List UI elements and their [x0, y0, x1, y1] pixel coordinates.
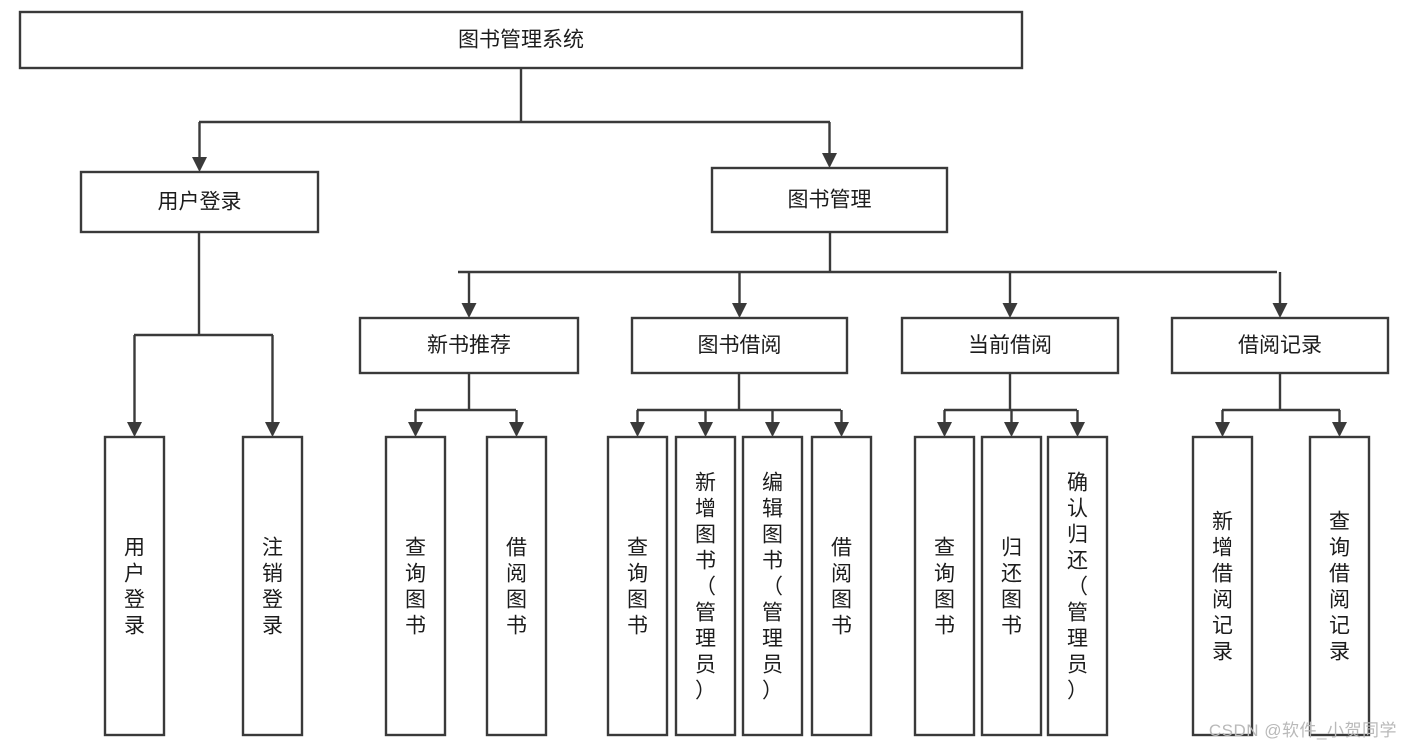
node-leaf-13-label: 查询借阅记录 — [1329, 510, 1350, 663]
node-leaf-2-box[interactable] — [241, 435, 304, 737]
node-leaf-6-label: 新增图书（管理员） — [695, 471, 716, 702]
node-leaf-3-box[interactable] — [384, 435, 447, 737]
arrow-head-icon — [765, 422, 780, 437]
node-leaf-11[interactable]: 确认归还（管理员） — [1046, 435, 1109, 737]
node-leaf-12[interactable]: 新增借阅记录 — [1191, 435, 1254, 737]
arrow-head-icon — [822, 153, 837, 168]
node-leaf-12-label: 新增借阅记录 — [1212, 510, 1233, 663]
node-leaf-1[interactable]: 用户登录 — [103, 435, 166, 737]
node-level3-4-label: 借阅记录 — [1238, 334, 1322, 357]
connectors-layer — [127, 68, 1347, 437]
node-leaf-11-box[interactable] — [1046, 435, 1109, 737]
arrow-head-icon — [937, 422, 952, 437]
node-leaf-1-label: 用户登录 — [124, 536, 145, 637]
node-level3-2-label: 图书借阅 — [698, 334, 782, 357]
node-level3-3-label: 当前借阅 — [968, 334, 1052, 357]
node-leaf-5[interactable]: 查询图书 — [606, 435, 669, 737]
node-leaf-4[interactable]: 借阅图书 — [485, 435, 548, 737]
node-level3-3[interactable]: 当前借阅 — [900, 316, 1120, 375]
node-leaf-4-box[interactable] — [485, 435, 548, 737]
node-leaf-13[interactable]: 查询借阅记录 — [1308, 435, 1371, 737]
node-leaf-6[interactable]: 新增图书（管理员） — [674, 435, 737, 737]
arrow-head-icon — [630, 422, 645, 437]
node-level2-1-box[interactable] — [79, 170, 320, 234]
node-leaf-10-box[interactable] — [980, 435, 1043, 737]
node-leaf-9-box[interactable] — [913, 435, 976, 737]
node-level3-4[interactable]: 借阅记录 — [1170, 316, 1390, 375]
node-level2-2-label: 图书管理 — [788, 189, 872, 212]
node-leaf-5-label: 查询图书 — [627, 536, 648, 637]
node-leaf-8[interactable]: 借阅图书 — [810, 435, 873, 737]
arrow-head-icon — [1215, 422, 1230, 437]
node-root-system[interactable]: 图书管理系统 — [18, 10, 1024, 70]
node-leaf-10[interactable]: 归还图书 — [980, 435, 1043, 737]
arrow-head-icon — [509, 422, 524, 437]
arrow-head-icon — [1004, 422, 1019, 437]
arrow-head-icon — [834, 422, 849, 437]
node-leaf-2[interactable]: 注销登录 — [241, 435, 304, 737]
arrow-head-icon — [1272, 303, 1288, 318]
node-level3-4-box[interactable] — [1170, 316, 1390, 375]
arrow-head-icon — [732, 303, 747, 318]
node-leaf-5-box[interactable] — [606, 435, 669, 737]
nodes-layer: 图书管理系统用户登录图书管理新书推荐图书借阅当前借阅借阅记录用户登录注销登录查询… — [18, 10, 1390, 737]
arrow-head-icon — [1070, 422, 1085, 437]
node-leaf-10-label: 归还图书 — [1001, 536, 1022, 637]
node-level2-1-label: 用户登录 — [158, 191, 242, 214]
node-leaf-8-box[interactable] — [810, 435, 873, 737]
arrow-head-icon — [192, 157, 207, 172]
node-leaf-13-box[interactable] — [1308, 435, 1371, 737]
arrow-head-icon — [408, 422, 423, 437]
node-leaf-3-label: 查询图书 — [405, 536, 426, 637]
node-leaf-9-label: 查询图书 — [934, 536, 955, 637]
node-level2-1[interactable]: 用户登录 — [79, 170, 320, 234]
node-level3-2[interactable]: 图书借阅 — [630, 316, 849, 375]
arrow-head-icon — [265, 422, 280, 437]
node-root-system-box[interactable] — [18, 10, 1024, 70]
node-leaf-6-box[interactable] — [674, 435, 737, 737]
node-leaf-1-box[interactable] — [103, 435, 166, 737]
node-leaf-8-label: 借阅图书 — [831, 536, 852, 637]
node-level3-1[interactable]: 新书推荐 — [358, 316, 580, 375]
node-level3-1-label: 新书推荐 — [427, 334, 511, 357]
node-level3-2-box[interactable] — [630, 316, 849, 375]
node-leaf-11-label: 确认归还（管理员） — [1067, 471, 1088, 702]
arrow-head-icon — [1332, 422, 1347, 437]
arrow-head-icon — [461, 303, 477, 318]
node-leaf-7-box[interactable] — [741, 435, 804, 737]
node-level2-2[interactable]: 图书管理 — [710, 166, 949, 234]
node-leaf-4-label: 借阅图书 — [506, 536, 527, 637]
arrow-head-icon — [1002, 303, 1018, 318]
arrow-head-icon — [127, 422, 142, 437]
node-leaf-12-box[interactable] — [1191, 435, 1254, 737]
node-leaf-2-label: 注销登录 — [262, 536, 283, 637]
node-leaf-9[interactable]: 查询图书 — [913, 435, 976, 737]
node-leaf-3[interactable]: 查询图书 — [384, 435, 447, 737]
node-level2-2-box[interactable] — [710, 166, 949, 234]
node-level3-3-box[interactable] — [900, 316, 1120, 375]
node-root-system-label: 图书管理系统 — [458, 29, 584, 52]
node-leaf-7-label: 编辑图书（管理员） — [762, 471, 783, 702]
arrow-head-icon — [698, 422, 713, 437]
node-leaf-7[interactable]: 编辑图书（管理员） — [741, 435, 804, 737]
node-level3-1-box[interactable] — [358, 316, 580, 375]
